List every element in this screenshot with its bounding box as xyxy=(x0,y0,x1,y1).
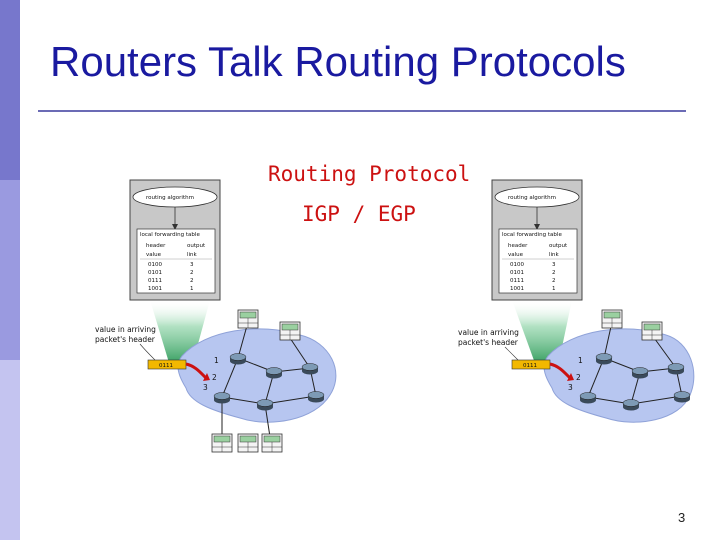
left-table-header-value: 0111 xyxy=(148,278,162,284)
left-host-bottom-b xyxy=(237,433,259,453)
sidebar-band-top xyxy=(0,0,20,180)
right-net-router-f xyxy=(673,391,691,403)
right-table-output-link: 3 xyxy=(552,262,556,268)
left-net-router-f xyxy=(307,391,325,403)
left-host-bottom-c xyxy=(261,433,283,453)
right-net-router-a xyxy=(595,353,613,365)
right-routing-algorithm-label: routing algorithm xyxy=(508,195,556,201)
left-net-router-b xyxy=(265,367,283,379)
routing-protocol-label: Routing Protocol xyxy=(268,162,471,186)
right-table-header-value: 0111 xyxy=(510,278,524,284)
left-table-output-link: 2 xyxy=(190,270,194,276)
left-host-top-a xyxy=(237,309,259,329)
page-number: 3 xyxy=(678,510,686,525)
left-table-title: local forwarding table xyxy=(140,232,200,238)
right-table-header-value: 1001 xyxy=(510,286,524,292)
left-routing-algorithm-label: routing algorithm xyxy=(146,195,194,201)
left-arrowhead-icon xyxy=(203,373,210,381)
left-host-top-b xyxy=(279,321,301,341)
right-net-router-d xyxy=(579,392,597,404)
right-arrival-label-line2: packet's header xyxy=(458,338,519,347)
right-arrowhead-icon xyxy=(567,373,574,381)
right-col-link-line2: link xyxy=(549,252,560,258)
slide-title: Routers Talk Routing Protocols xyxy=(50,38,626,85)
left-arrival-label-line2: packet's header xyxy=(95,335,156,344)
right-table-output-link: 2 xyxy=(552,270,556,276)
right-router-group: 1 2 3 0111 value in arriving packet's he… xyxy=(458,179,695,423)
left-port-label-2: 2 xyxy=(212,373,217,382)
right-port-label-3: 3 xyxy=(568,383,573,392)
left-col-header: header xyxy=(146,243,166,249)
right-table-title: local forwarding table xyxy=(502,232,562,238)
left-table-header-value: 0100 xyxy=(148,262,162,268)
right-packet-value: 0111 xyxy=(523,363,537,369)
right-table-output-link: 2 xyxy=(552,278,556,284)
left-packet-value: 0111 xyxy=(159,363,173,369)
right-net-router-e xyxy=(622,399,640,411)
left-port-label-3: 3 xyxy=(203,383,208,392)
left-table-header-value: 0101 xyxy=(148,270,162,276)
left-col-link-line2: link xyxy=(187,252,198,258)
right-net-router-b xyxy=(631,367,649,379)
igp-egp-label: IGP / EGP xyxy=(302,202,416,226)
right-forwarding-table xyxy=(498,228,578,294)
right-table-header-value: 0101 xyxy=(510,270,524,276)
right-table-output-link: 1 xyxy=(552,286,556,292)
right-col-link: output xyxy=(549,243,568,249)
sidebar-band-middle xyxy=(0,180,20,360)
left-forwarding-table xyxy=(136,228,216,294)
left-net-router-e xyxy=(256,399,274,411)
title-divider xyxy=(38,110,686,112)
sidebar-band-bottom xyxy=(0,360,20,540)
right-port-label-1: 1 xyxy=(578,356,583,365)
right-port-label-2: 2 xyxy=(576,373,581,382)
left-table-output-link: 2 xyxy=(190,278,194,284)
right-forward-arrow xyxy=(549,362,572,380)
left-forward-arrow xyxy=(185,362,208,380)
left-table-header-value: 1001 xyxy=(148,286,162,292)
right-host-top-a xyxy=(601,309,623,329)
left-host-bottom-a xyxy=(211,433,233,453)
left-net-router-c xyxy=(301,363,319,375)
right-table-header-value: 0100 xyxy=(510,262,524,268)
right-net-router-c xyxy=(667,363,685,375)
left-col-header-line2: value xyxy=(146,252,162,258)
right-host-top-b xyxy=(641,321,663,341)
right-arrival-label: value in arriving xyxy=(458,328,519,337)
right-col-header: header xyxy=(508,243,528,249)
left-col-link: output xyxy=(187,243,206,249)
left-arrival-label: value in arriving xyxy=(95,325,156,334)
left-table-output-link: 1 xyxy=(190,286,194,292)
left-router-group: 1 2 3 0111 value in arriving packet's he… xyxy=(95,179,337,453)
slide-sidebar xyxy=(0,0,20,540)
left-net-router-a xyxy=(229,353,247,365)
right-col-header-line2: value xyxy=(508,252,524,258)
left-net-router-d xyxy=(213,392,231,404)
left-port-label-1: 1 xyxy=(214,356,219,365)
left-table-output-link: 3 xyxy=(190,262,194,268)
